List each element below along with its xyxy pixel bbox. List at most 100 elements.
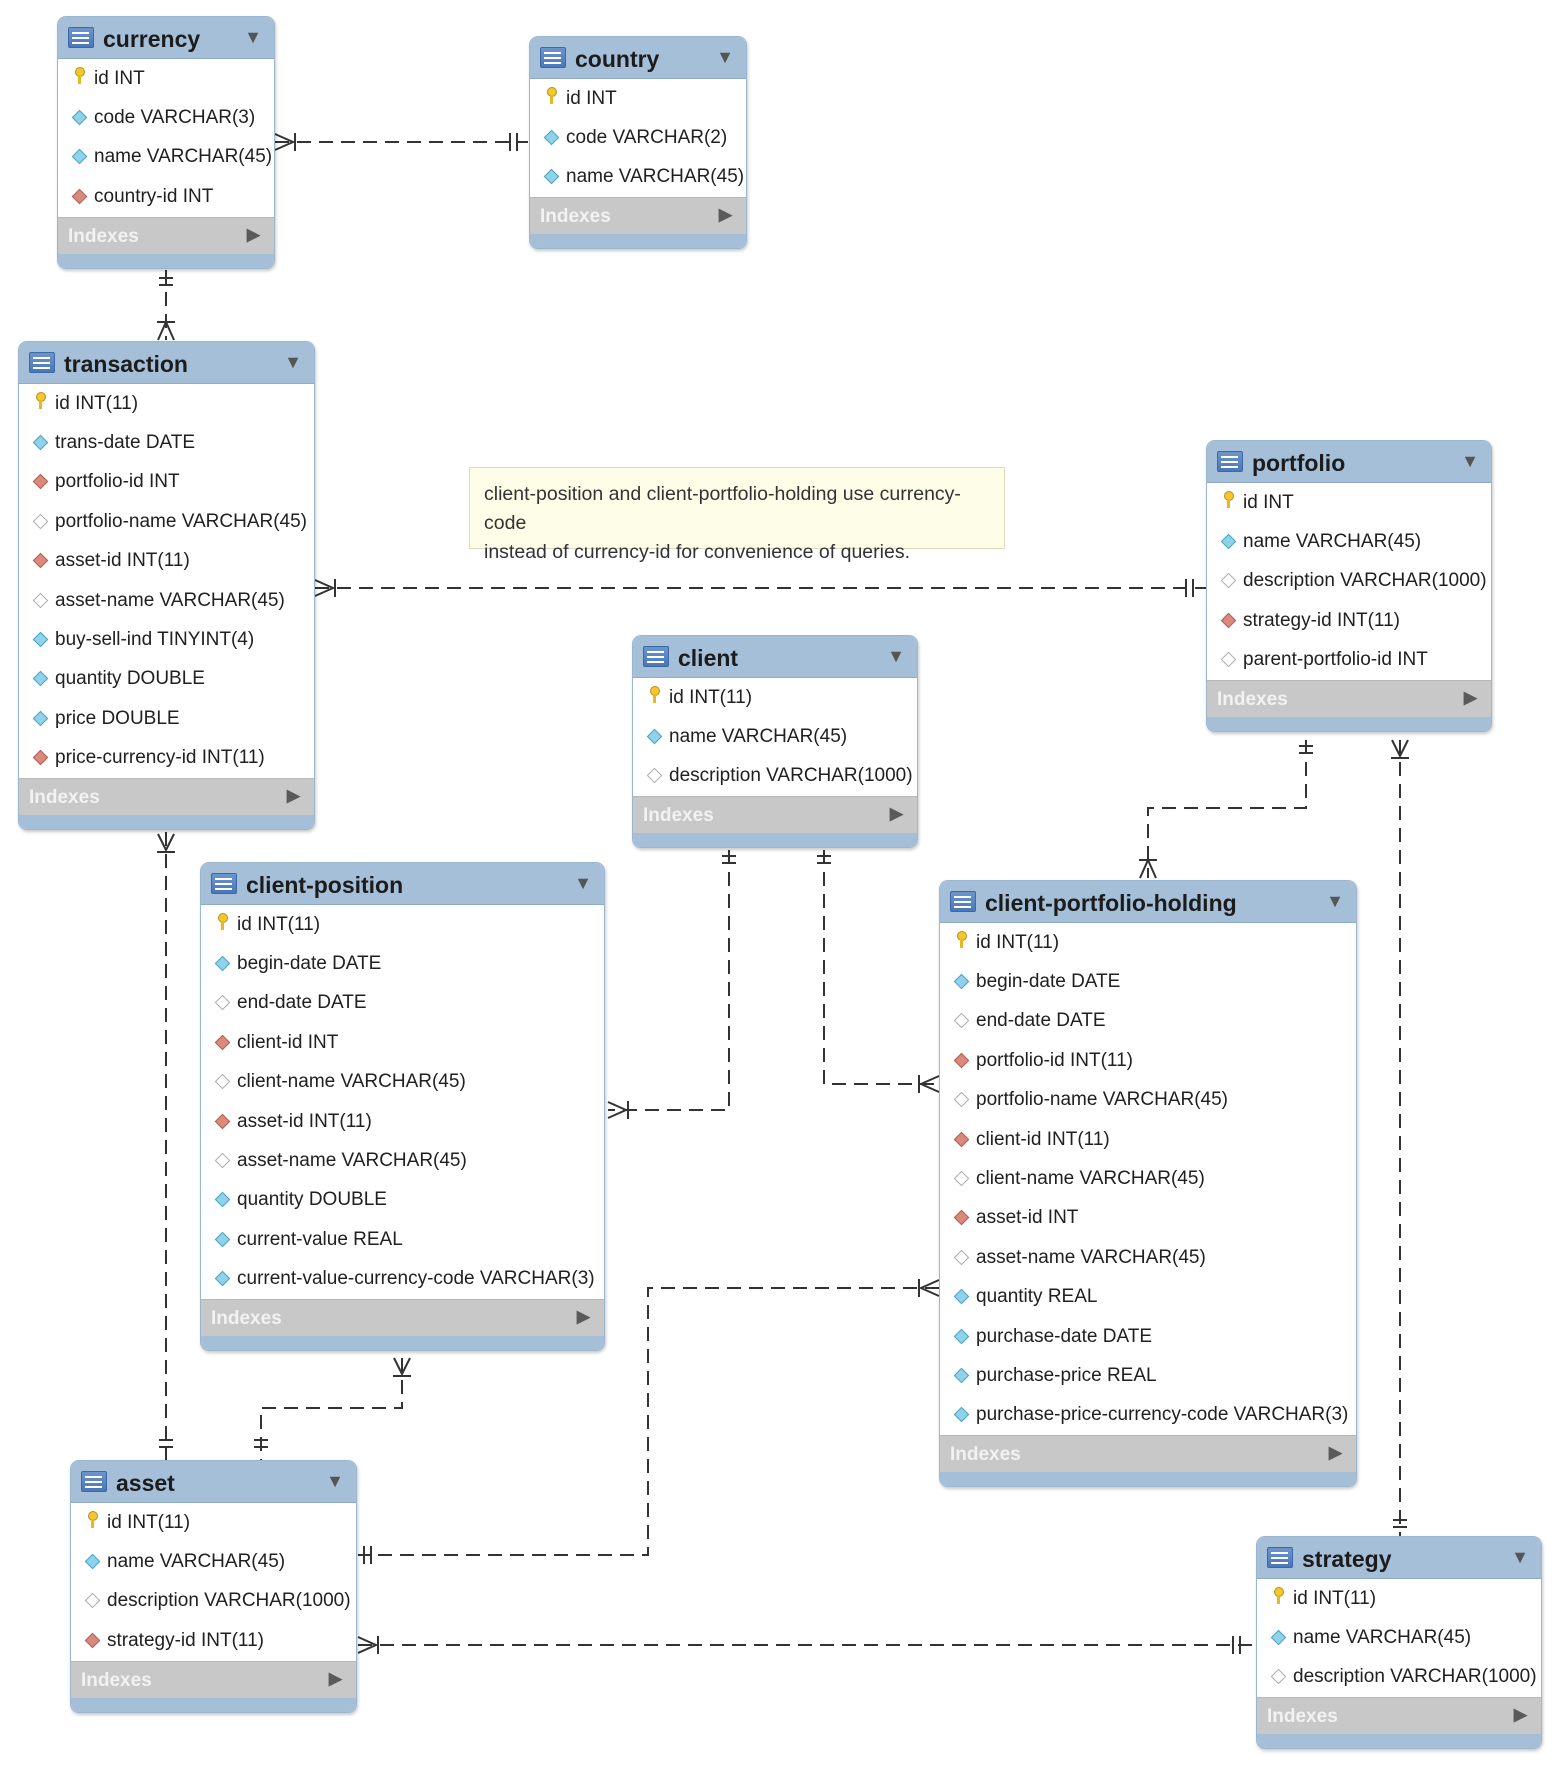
chevron-down-icon[interactable]: ▼: [326, 1471, 344, 1491]
column-row[interactable]: code VARCHAR(2): [530, 118, 746, 157]
chevron-down-icon[interactable]: ▼: [1461, 451, 1479, 471]
column-row[interactable]: id INT(11): [1257, 1579, 1541, 1618]
column-row[interactable]: end-date DATE: [940, 1002, 1356, 1041]
table-client-position[interactable]: client-position▼id INT(11)begin-date DAT…: [200, 862, 605, 1351]
column-row[interactable]: id INT: [58, 59, 274, 98]
column-row[interactable]: description VARCHAR(1000): [633, 757, 917, 796]
expand-arrow-icon[interactable]: ▶: [1328, 1443, 1342, 1463]
diagram-note[interactable]: client-position and client-portfolio-hol…: [469, 467, 1005, 563]
indexes-section[interactable]: Indexes▶: [71, 1660, 356, 1698]
column-row[interactable]: asset-id INT: [940, 1199, 1356, 1238]
table-header[interactable]: client-portfolio-holding▼: [940, 881, 1356, 923]
column-row[interactable]: buy-sell-ind TINYINT(4): [19, 620, 314, 659]
column-row[interactable]: portfolio-id INT(11): [940, 1041, 1356, 1080]
table-header[interactable]: asset▼: [71, 1461, 356, 1503]
chevron-down-icon[interactable]: ▼: [244, 27, 262, 47]
column-row[interactable]: id INT(11): [201, 905, 604, 944]
column-row[interactable]: client-name VARCHAR(45): [201, 1063, 604, 1102]
table-header[interactable]: client-position▼: [201, 863, 604, 905]
indexes-section[interactable]: Indexes▶: [58, 216, 274, 254]
expand-arrow-icon[interactable]: ▶: [328, 1668, 342, 1688]
column-row[interactable]: client-name VARCHAR(45): [940, 1159, 1356, 1198]
chevron-down-icon[interactable]: ▼: [1326, 891, 1344, 911]
table-header[interactable]: client▼: [633, 636, 917, 678]
column-row[interactable]: quantity DOUBLE: [19, 660, 314, 699]
table-header[interactable]: currency▼: [58, 17, 274, 59]
column-row[interactable]: id INT(11): [71, 1503, 356, 1542]
expand-arrow-icon[interactable]: ▶: [576, 1306, 590, 1326]
indexes-section[interactable]: Indexes▶: [19, 777, 314, 815]
table-strategy[interactable]: strategy▼id INT(11)name VARCHAR(45)descr…: [1256, 1536, 1542, 1750]
column-row[interactable]: name VARCHAR(45): [633, 717, 917, 756]
indexes-section[interactable]: Indexes▶: [530, 197, 746, 235]
expand-arrow-icon[interactable]: ▶: [718, 205, 732, 225]
column-row[interactable]: current-value-currency-code VARCHAR(3): [201, 1260, 604, 1299]
column-row[interactable]: purchase-price REAL: [940, 1356, 1356, 1395]
indexes-section[interactable]: Indexes▶: [940, 1435, 1356, 1473]
column-row[interactable]: portfolio-id INT: [19, 463, 314, 502]
expand-arrow-icon[interactable]: ▶: [889, 804, 903, 824]
table-asset[interactable]: asset▼id INT(11)name VARCHAR(45)descript…: [70, 1460, 357, 1713]
column-row[interactable]: name VARCHAR(45): [58, 138, 274, 177]
column-row[interactable]: strategy-id INT(11): [71, 1621, 356, 1660]
column-row[interactable]: price-currency-id INT(11): [19, 739, 314, 778]
table-header[interactable]: strategy▼: [1257, 1537, 1541, 1579]
chevron-down-icon[interactable]: ▼: [887, 646, 905, 666]
column-row[interactable]: quantity REAL: [940, 1278, 1356, 1317]
column-row[interactable]: asset-id INT(11): [19, 542, 314, 581]
column-row[interactable]: parent-portfolio-id INT: [1207, 641, 1491, 680]
expand-arrow-icon[interactable]: ▶: [246, 224, 260, 244]
column-row[interactable]: client-id INT: [201, 1023, 604, 1062]
column-row[interactable]: id INT(11): [19, 384, 314, 423]
table-header[interactable]: country▼: [530, 37, 746, 79]
column-row[interactable]: name VARCHAR(45): [1207, 522, 1491, 561]
column-row[interactable]: description VARCHAR(1000): [71, 1582, 356, 1621]
expand-arrow-icon[interactable]: ▶: [1463, 687, 1477, 707]
column-row[interactable]: id INT(11): [940, 923, 1356, 962]
table-header[interactable]: transaction▼: [19, 342, 314, 384]
column-row[interactable]: code VARCHAR(3): [58, 98, 274, 137]
chevron-down-icon[interactable]: ▼: [1511, 1547, 1529, 1567]
column-row[interactable]: id INT(11): [633, 678, 917, 717]
column-row[interactable]: quantity DOUBLE: [201, 1181, 604, 1220]
column-row[interactable]: trans-date DATE: [19, 423, 314, 462]
column-row[interactable]: description VARCHAR(1000): [1257, 1658, 1541, 1697]
column-row[interactable]: name VARCHAR(45): [1257, 1618, 1541, 1657]
column-row[interactable]: price DOUBLE: [19, 699, 314, 738]
column-row[interactable]: description VARCHAR(1000): [1207, 562, 1491, 601]
column-row[interactable]: asset-name VARCHAR(45): [940, 1238, 1356, 1277]
column-row[interactable]: asset-name VARCHAR(45): [201, 1141, 604, 1180]
indexes-section[interactable]: Indexes▶: [1207, 679, 1491, 717]
column-row[interactable]: portfolio-name VARCHAR(45): [19, 502, 314, 541]
table-client[interactable]: client▼id INT(11)name VARCHAR(45)descrip…: [632, 635, 918, 849]
chevron-down-icon[interactable]: ▼: [284, 352, 302, 372]
column-row[interactable]: strategy-id INT(11): [1207, 601, 1491, 640]
column-row[interactable]: asset-name VARCHAR(45): [19, 581, 314, 620]
column-row[interactable]: id INT: [530, 79, 746, 118]
indexes-section[interactable]: Indexes▶: [201, 1298, 604, 1336]
column-row[interactable]: begin-date DATE: [940, 962, 1356, 1001]
column-row[interactable]: client-id INT(11): [940, 1120, 1356, 1159]
column-row[interactable]: name VARCHAR(45): [530, 158, 746, 197]
column-row[interactable]: country-id INT: [58, 177, 274, 216]
expand-arrow-icon[interactable]: ▶: [286, 785, 300, 805]
indexes-section[interactable]: Indexes▶: [633, 796, 917, 834]
table-header[interactable]: portfolio▼: [1207, 441, 1491, 483]
column-row[interactable]: id INT: [1207, 483, 1491, 522]
chevron-down-icon[interactable]: ▼: [574, 873, 592, 893]
column-row[interactable]: end-date DATE: [201, 984, 604, 1023]
column-row[interactable]: current-value REAL: [201, 1220, 604, 1259]
column-row[interactable]: purchase-date DATE: [940, 1317, 1356, 1356]
column-row[interactable]: portfolio-name VARCHAR(45): [940, 1081, 1356, 1120]
column-row[interactable]: asset-id INT(11): [201, 1102, 604, 1141]
column-row[interactable]: begin-date DATE: [201, 944, 604, 983]
indexes-section[interactable]: Indexes▶: [1257, 1697, 1541, 1735]
table-client-portfolio-holding[interactable]: client-portfolio-holding▼id INT(11)begin…: [939, 880, 1357, 1488]
chevron-down-icon[interactable]: ▼: [716, 47, 734, 67]
column-row[interactable]: purchase-price-currency-code VARCHAR(3): [940, 1396, 1356, 1435]
expand-arrow-icon[interactable]: ▶: [1513, 1705, 1527, 1725]
